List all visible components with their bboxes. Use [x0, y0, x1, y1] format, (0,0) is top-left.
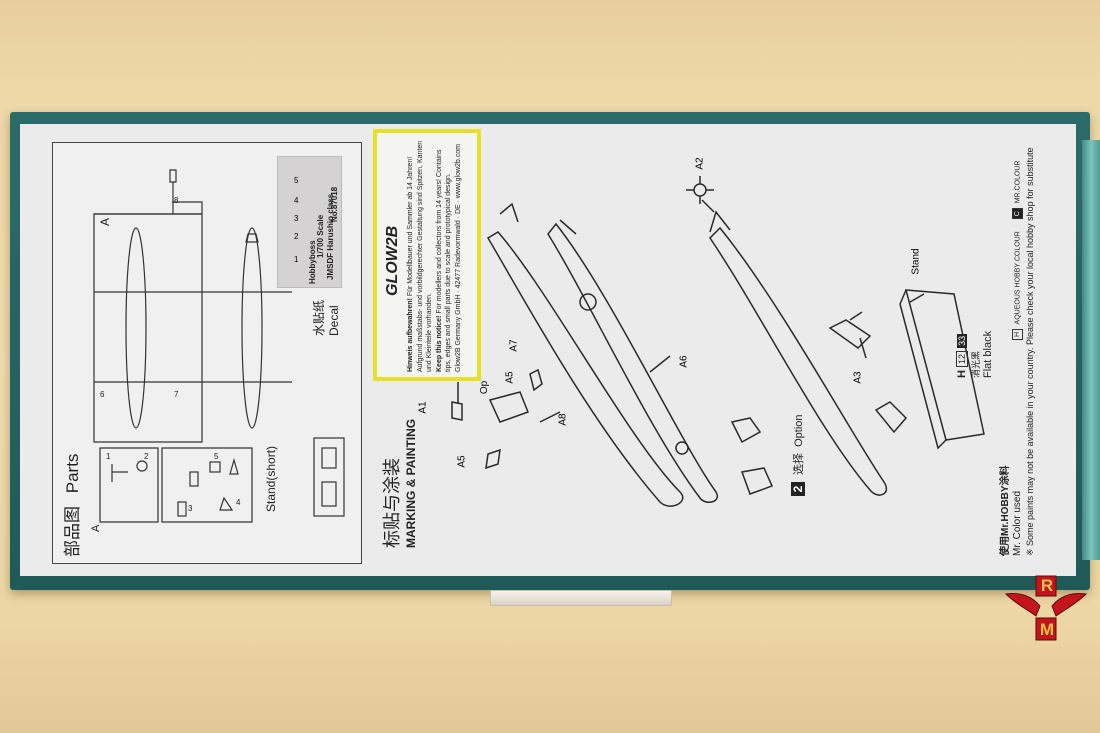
decal-label: 水贴纸 Decal [310, 300, 341, 336]
paints-note: ※ Some paints may not be available in yo… [1025, 147, 1035, 556]
decal-sheet [277, 156, 342, 288]
parts-sprue-drawing [93, 169, 345, 523]
rm-logo-m: M [1039, 620, 1055, 639]
box-side-edge [1082, 140, 1100, 560]
acrylic-stand [490, 590, 672, 606]
callout-a5-bottom: A5 [456, 455, 468, 468]
callout-a8: A8 [557, 413, 569, 426]
paint-callout: H 12 33 [956, 333, 968, 378]
callout-a1: A1 [417, 401, 429, 414]
decal-label-cn: 水贴纸 [312, 299, 326, 336]
decal-digit-4: 4 [294, 196, 299, 205]
decal-number: No.87018 [330, 186, 339, 222]
option-number-badge: 2 [791, 482, 805, 496]
part-number-8: 8 [174, 196, 179, 205]
sprue-letter: A [90, 524, 102, 532]
callout-a3: A3 [852, 371, 864, 384]
paint-name-en: Flat black [982, 330, 994, 378]
paint-name-cn: 消光黑 [971, 350, 981, 378]
callout-stand: Stand [910, 248, 922, 275]
option-en: Option [793, 414, 805, 447]
option-block: 2 选择 Option [790, 414, 806, 496]
marking-title: 标贴与涂装 MARKING & PAINTING [378, 419, 418, 548]
decal-label-en: Decal [327, 305, 341, 336]
part-number-7: 7 [174, 390, 179, 399]
option-cn: 选择 [793, 452, 805, 475]
option-partial-label: Op [479, 380, 491, 395]
callout-a5-top: A5 [504, 371, 516, 384]
legend-mr-mark: C [1012, 208, 1023, 220]
stand-short-label: Stand(short) [264, 445, 278, 512]
callout-a6: A6 [678, 355, 690, 368]
paints-used-cn: 使用Mr.HOBBY涂料 [1000, 465, 1011, 556]
sprue-letter-inner: A [98, 217, 112, 226]
glow2b-notice [373, 129, 481, 381]
parts-title: 部品图 Parts [58, 454, 83, 557]
decal-digit-2: 2 [294, 232, 299, 241]
paint-code-letter: H [956, 370, 968, 378]
marking-title-en: MARKING & PAINTING [404, 418, 418, 548]
marking-title-cn: 标贴与涂装 [382, 458, 402, 548]
decal-scale: 1/700 Scale [316, 214, 325, 258]
legend-mr: MR.COLOUR [1014, 160, 1022, 204]
decal-digit-1: 1 [294, 255, 299, 264]
marking-diagram [451, 176, 985, 507]
paint-name: 消光黑 Flat black [970, 331, 994, 378]
part-number-3: 3 [188, 504, 193, 513]
decal-digit-3: 3 [294, 214, 299, 223]
part-number-5: 5 [214, 452, 219, 461]
part-number-2: 2 [144, 452, 149, 461]
decal-brand: Hobbyboss [308, 240, 317, 284]
paint-code-2: 33 [957, 333, 967, 348]
part-number-6: 6 [100, 390, 105, 399]
legend-aqueous-mark: H [1012, 329, 1023, 340]
rm-logo-wings [1004, 575, 1088, 641]
part-number-1: 1 [106, 452, 111, 461]
parts-title-en: Parts [63, 453, 82, 494]
callout-a2: A2 [694, 157, 706, 170]
legend-aqueous: AQUEOUS HOBBY COLOUR [1014, 231, 1022, 325]
parts-title-cn: 部品图 [63, 506, 82, 557]
rm-watermark-logo: R M [1002, 572, 1090, 646]
rm-logo-r: R [1040, 576, 1054, 595]
decal-digit-5: 5 [294, 176, 299, 185]
paints-legend: H AQUEOUS HOBBY COLOUR C MR.COLOUR [1012, 161, 1023, 340]
callout-a7: A7 [508, 339, 520, 352]
paint-code-1: 12 [956, 350, 968, 367]
part-number-4: 4 [236, 498, 241, 507]
